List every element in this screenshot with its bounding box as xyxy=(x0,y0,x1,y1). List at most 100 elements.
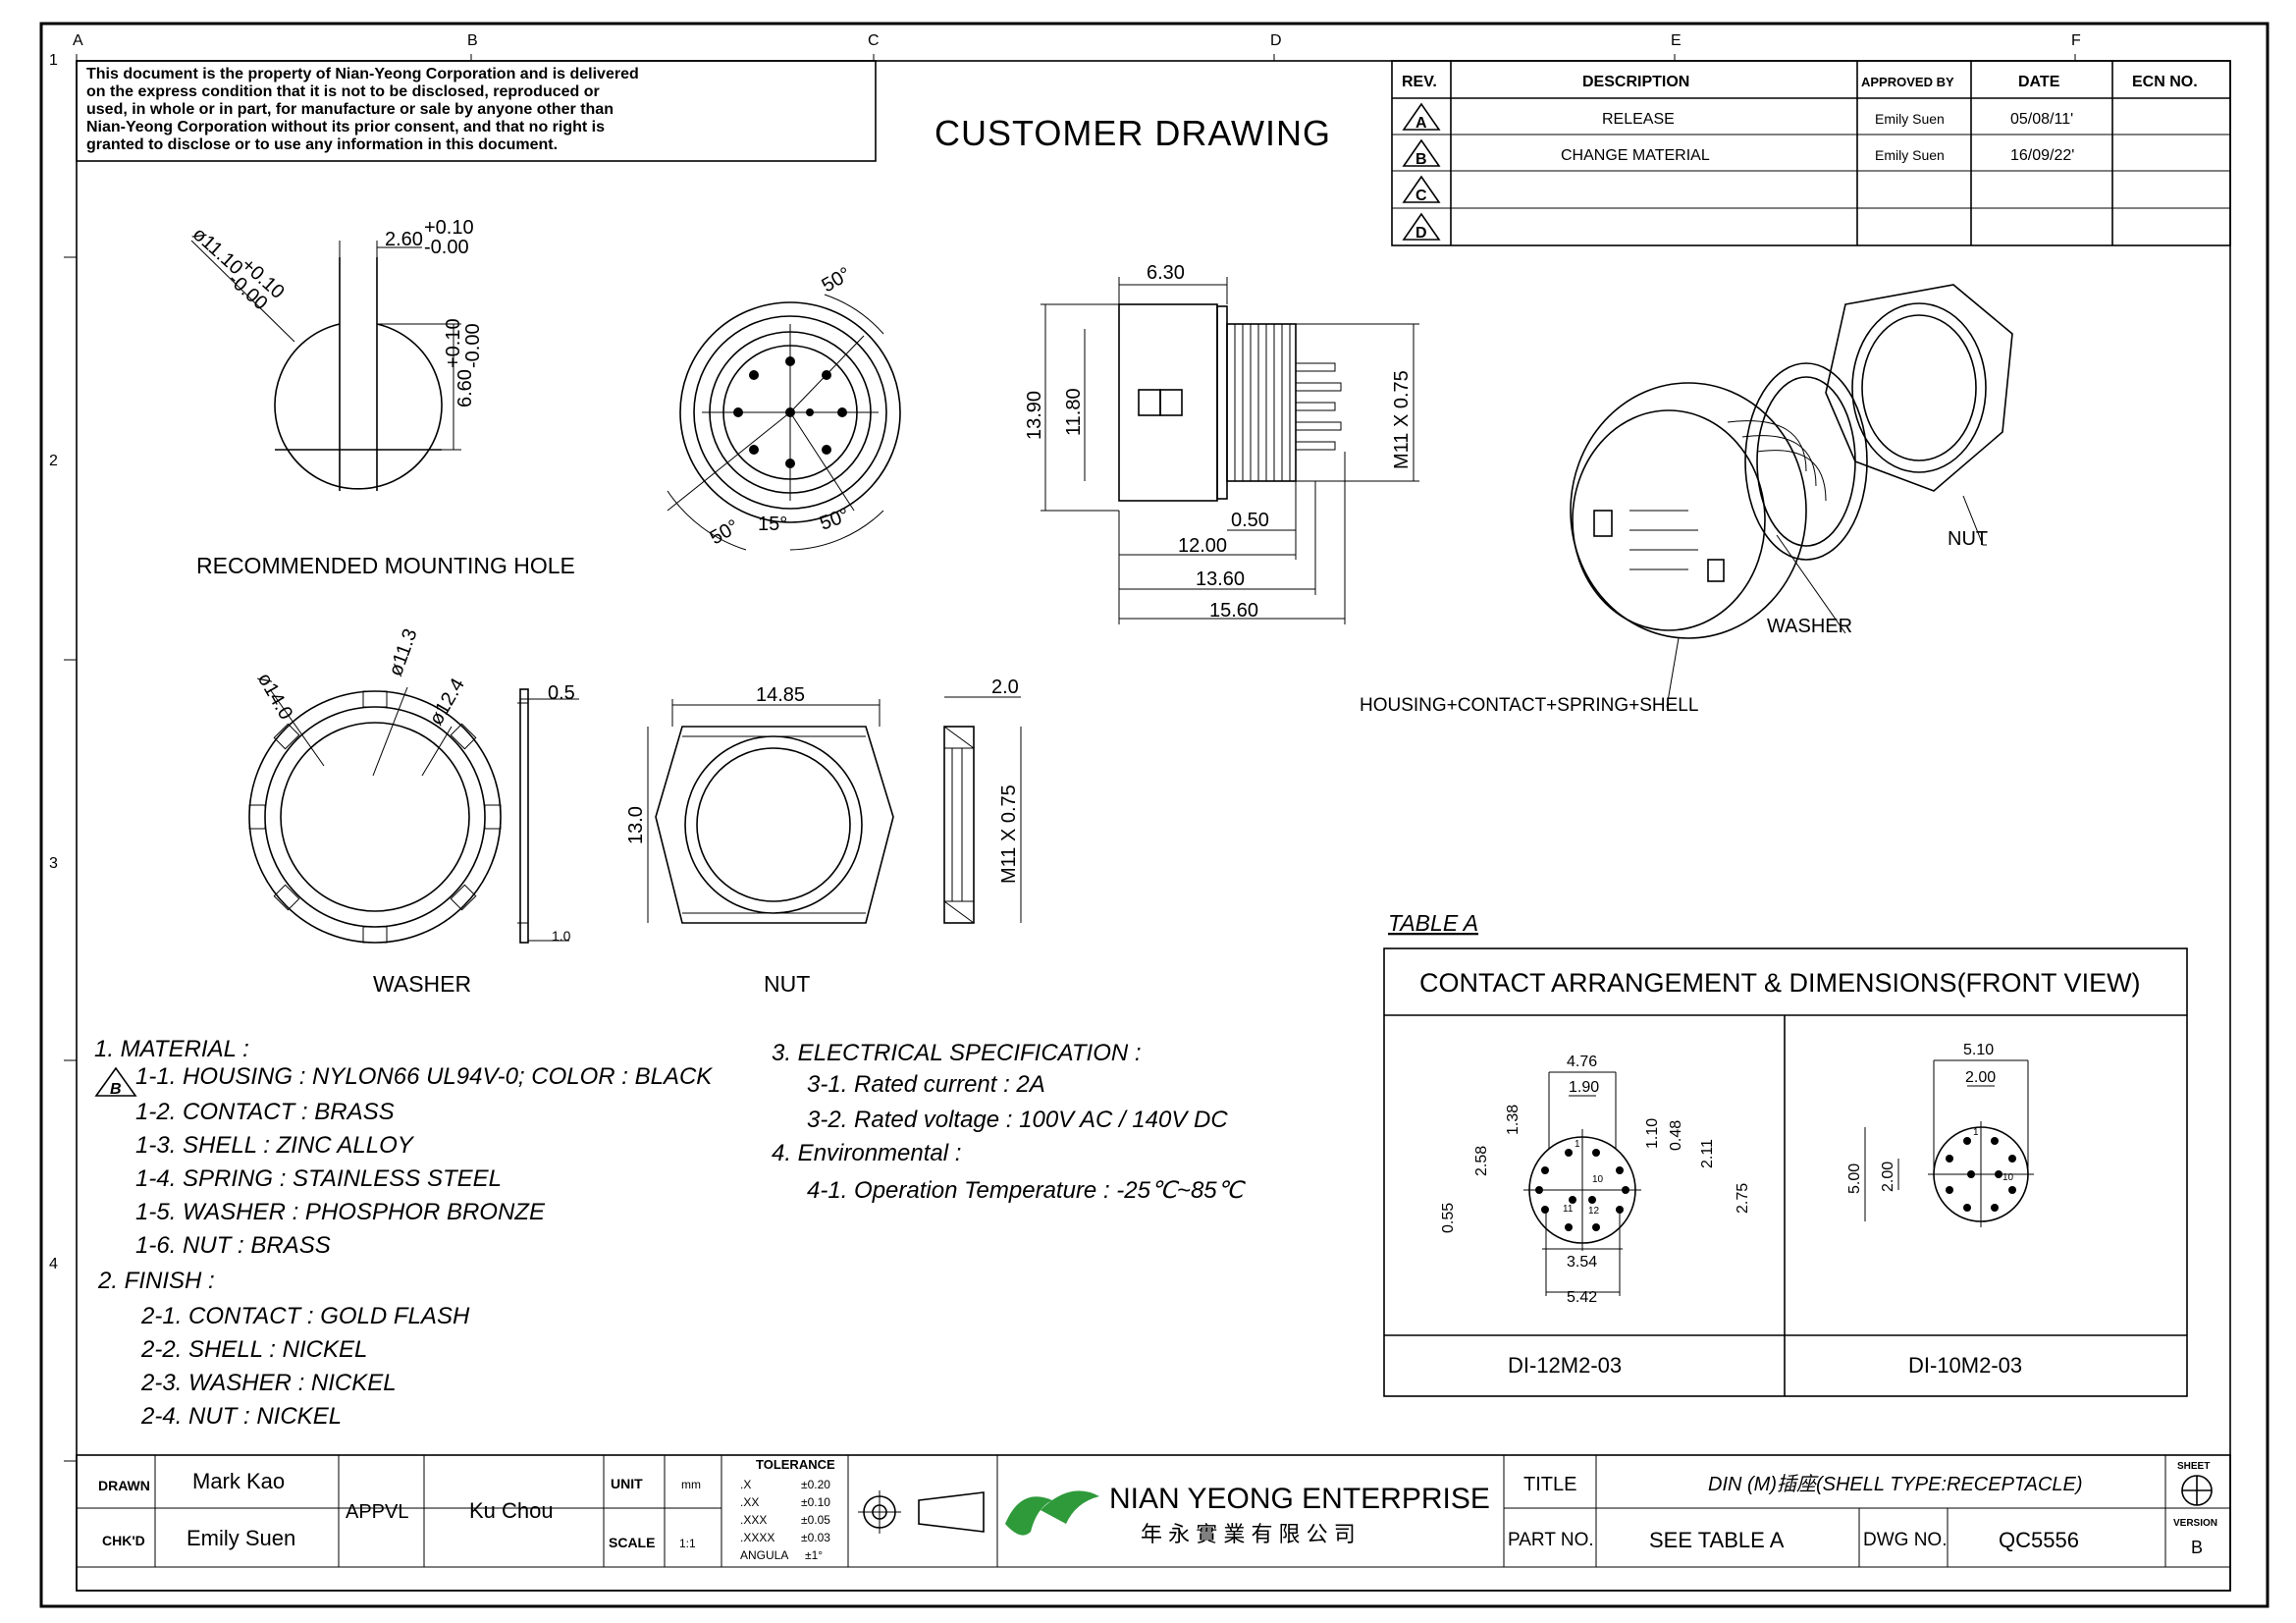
col-letter: E xyxy=(1671,32,1682,49)
company-name-cn: 年 永 實 業 有 限 公 司 xyxy=(1141,1522,1356,1546)
spec-rev-marker: B xyxy=(110,1081,122,1098)
title-block: DRAWN Mark Kao CHK'D Emily Suen APPVL Ku… xyxy=(76,1454,2231,1592)
dim-12pin: 2.58 xyxy=(1473,1146,1490,1176)
dim-12pin: 1.10 xyxy=(1644,1118,1661,1149)
col-letter: F xyxy=(2071,32,2081,49)
spec-material-title: 1. MATERIAL : xyxy=(94,1036,249,1062)
dim-12pin: 0.48 xyxy=(1668,1120,1684,1151)
part-label: PART NO. xyxy=(1508,1530,1594,1550)
angle-label: 15° xyxy=(758,514,787,535)
col-letter: C xyxy=(868,32,880,49)
scale-label: SCALE xyxy=(609,1535,655,1550)
dim-washer-thick: 0.5 xyxy=(548,682,575,704)
drawn-value: Mark Kao xyxy=(192,1469,285,1493)
col-letter: B xyxy=(467,32,478,49)
dim-10pin: 5.00 xyxy=(1846,1163,1863,1194)
notice-line: This document is the property of Nian-Ye… xyxy=(86,66,639,82)
dim-washer-inner: ø12.4 xyxy=(425,675,469,729)
dim-tol: -0.00 xyxy=(424,237,469,258)
rev-row: D xyxy=(1402,212,1441,242)
spec-material-item: 1-3. SHELL : ZINC ALLOY xyxy=(135,1132,415,1159)
tolerance-key: .XX xyxy=(740,1495,759,1509)
drawing-title: CUSTOMER DRAWING xyxy=(934,113,1331,153)
appvl-value: Ku Chou xyxy=(469,1498,554,1523)
notice-line: on the express condition that it is not … xyxy=(86,83,600,100)
dim-12pin: 2.11 xyxy=(1699,1139,1716,1168)
dim-10pin: 2.00 xyxy=(1880,1162,1896,1192)
version-label: VERSION xyxy=(2173,1518,2217,1529)
tolerance-title: TOLERANCE xyxy=(756,1457,835,1472)
rev-header-rev: REV. xyxy=(1402,74,1437,90)
company-name: NIAN YEONG ENTERPRISE xyxy=(1109,1483,1490,1515)
specifications: 1. MATERIAL : B 1-1. HOUSING : NYLON66 U… xyxy=(94,1036,1247,1430)
arrangement-name: DI-12M2-03 xyxy=(1508,1353,1622,1378)
dim-12pin: 1.90 xyxy=(1569,1079,1599,1096)
pin-number: 1 xyxy=(1575,1139,1580,1150)
rev-letter: B xyxy=(1415,151,1427,168)
arrangement-12pin: 1 10 11 12 4.76 1.90 1.38 1.10 0.48 2.11… xyxy=(1440,1054,1751,1378)
dwg-label: DWG NO. xyxy=(1863,1530,1948,1550)
rev-date: 05/08/11' xyxy=(2010,111,2073,128)
rev-header-approved: APPROVED BY xyxy=(1861,75,1954,89)
dim-12pin: 4.76 xyxy=(1567,1054,1597,1070)
spec-material-item: 1-4. SPRING : STAINLESS STEEL xyxy=(135,1165,502,1192)
table-a-header: CONTACT ARRANGEMENT & DIMENSIONS(FRONT V… xyxy=(1419,968,2141,998)
dim-side-1360: 13.60 xyxy=(1196,568,1245,590)
label-assembly: HOUSING+CONTACT+SPRING+SHELL xyxy=(1360,695,1698,716)
spec-material-item: 1-1. HOUSING : NYLON66 UL94V-0; COLOR : … xyxy=(135,1063,713,1090)
row-number: 4 xyxy=(49,1256,58,1272)
pin-number: 10 xyxy=(1592,1174,1604,1185)
dwg-value: QC5556 xyxy=(1999,1528,2079,1552)
dim-12pin: 0.55 xyxy=(1440,1203,1457,1233)
side-view: 6.30 13.90 11.80 M11 X 0.75 0.50 12.00 1… xyxy=(1024,262,1419,624)
dim-12pin: 2.75 xyxy=(1735,1183,1751,1214)
scale-value: 1:1 xyxy=(679,1537,696,1550)
revision-table: REV. DESCRIPTION APPROVED BY DATE ECN NO… xyxy=(1391,60,2231,246)
angle-label: 50° xyxy=(817,505,852,535)
spec-finish-item: 2-1. CONTACT : GOLD FLASH xyxy=(140,1303,470,1329)
dim-12pin: 3.54 xyxy=(1567,1254,1597,1271)
sheet-label: SHEET xyxy=(2177,1461,2210,1472)
col-letter: A xyxy=(73,32,83,49)
rev-approved: Emily Suen xyxy=(1875,111,1945,127)
unit-value: mm xyxy=(681,1478,701,1491)
dim-10pin: 5.10 xyxy=(1963,1042,1994,1058)
dim-tol: +0.10 xyxy=(424,217,474,239)
drawn-label: DRAWN xyxy=(98,1478,150,1493)
dim-side-top: 6.30 xyxy=(1147,262,1185,284)
pin-number: 11 xyxy=(1563,1204,1574,1215)
dim-washer-outer: ø14.0 xyxy=(253,670,297,724)
dim-nut-thick: 2.0 xyxy=(991,676,1019,698)
pin-number: 12 xyxy=(1588,1206,1600,1217)
notice-box: This document is the property of Nian-Ye… xyxy=(76,60,877,162)
angle-label: 50° xyxy=(707,515,743,549)
tolerance-list: .X ±0.20 .XX ±0.10 .XXX ±0.05 .XXXX ±0.0… xyxy=(740,1478,830,1562)
dim-washer-mid: ø11.3 xyxy=(385,626,422,679)
dim-flat: 6.60 xyxy=(454,369,476,407)
rev-date: 16/09/22' xyxy=(2010,147,2074,164)
projection-symbol-icon xyxy=(858,1490,985,1534)
mounting-hole-view: 2.60 +0.10 -0.00 6.60 +0.10 -0.00 ø11.10… xyxy=(188,217,575,578)
table-a: TABLE A CONTACT ARRANGEMENT & DIMENSIONS… xyxy=(1383,910,2188,1397)
washer-label: WASHER xyxy=(373,971,471,997)
row-number: 2 xyxy=(49,453,58,469)
nut-label: NUT xyxy=(764,971,810,997)
spec-finish-title: 2. FINISH : xyxy=(97,1268,215,1294)
sheet-symbol-icon xyxy=(2181,1475,2213,1506)
nut-view: 14.85 13.0 2.0 M11 X 0.75 NUT xyxy=(625,676,1022,997)
arrangement-10pin: 1 10 5.10 2.00 5.00 2.00 DI-10M2-03 xyxy=(1846,1042,2034,1378)
spec-elec-title: 3. ELECTRICAL SPECIFICATION : xyxy=(772,1040,1142,1066)
tolerance-val: ±0.05 xyxy=(801,1513,830,1527)
spec-elec-item: 3-1. Rated current : 2A xyxy=(807,1071,1045,1098)
col-letter: D xyxy=(1270,32,1282,49)
label-nut: NUT xyxy=(1948,528,1988,550)
spec-material-item: 1-5. WASHER : PHOSPHOR BRONZE xyxy=(135,1199,546,1225)
dim-tol: -0.00 xyxy=(462,323,484,368)
dim-12pin: 1.38 xyxy=(1505,1105,1522,1135)
tolerance-key: .X xyxy=(740,1478,751,1491)
dim-side-thread: M11 X 0.75 xyxy=(1391,370,1413,469)
washer-view: ø14.0 ø11.3 ø12.4 0.5 1.0 WASHER xyxy=(248,626,579,997)
dim-side-h2: 11.80 xyxy=(1063,388,1085,436)
front-view: 50° 50° 15° 50° xyxy=(667,263,901,551)
